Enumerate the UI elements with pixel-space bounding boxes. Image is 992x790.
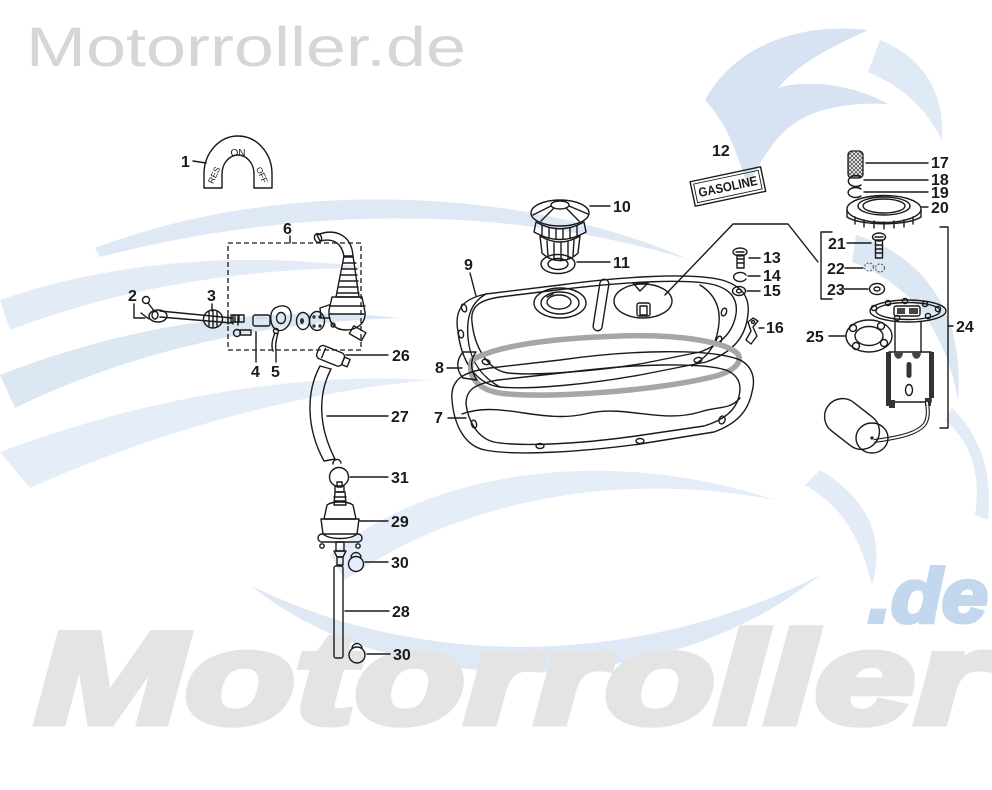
callout-28: 28 — [392, 604, 410, 621]
bottom-watermark: Motorroller .de — [32, 552, 992, 755]
part-17-filter-mesh — [847, 150, 864, 179]
part-30-clamp-top — [347, 551, 365, 573]
callout-31: 31 — [391, 470, 409, 487]
callout-7: 7 — [434, 410, 443, 427]
part-2-lever — [133, 295, 168, 323]
part-23-washer — [868, 282, 886, 296]
callout-5: 5 — [271, 364, 280, 381]
valve-on-label: ON — [231, 148, 246, 159]
part-6-petcock-assembly — [227, 231, 367, 352]
part-26-connector — [315, 344, 351, 368]
part-13-screw — [732, 247, 748, 269]
part-9-tank-upper — [456, 275, 749, 389]
callout-9: 9 — [464, 257, 473, 274]
callout-1: 1 — [181, 154, 190, 171]
part-31-clamp — [328, 466, 350, 488]
callout-17: 17 — [931, 155, 949, 172]
callout-12: 12 — [712, 143, 730, 160]
callout-13: 13 — [763, 250, 781, 267]
leader-lines — [255, 162, 954, 655]
callout-3: 3 — [207, 288, 216, 305]
callout-30-bottom: 30 — [393, 647, 411, 664]
part-28-tube — [333, 565, 344, 659]
part-27-fuel-hose — [309, 365, 342, 465]
part-24-fuel-sender — [823, 297, 947, 454]
part-14-lock-washer — [733, 271, 747, 283]
part-29-fuel-filter — [317, 481, 363, 566]
part-11-cap-seal — [540, 253, 576, 275]
part-12-gasoline-sticker: GASOLINE — [689, 166, 767, 207]
callout-10: 10 — [613, 199, 631, 216]
callout-30-top: 30 — [391, 555, 409, 572]
callout-18: 18 — [931, 172, 949, 189]
part-19-clip-washer — [847, 186, 862, 199]
callout-19: 19 — [931, 185, 949, 202]
callout-8: 8 — [435, 360, 444, 377]
callout-21: 21 — [828, 236, 846, 253]
callout-29: 29 — [391, 514, 409, 531]
part-1-valve-plate: ON RES OFF — [192, 135, 273, 189]
callout-26: 26 — [392, 348, 410, 365]
valve-off-label: OFF — [254, 165, 270, 185]
part-10-fuel-cap — [530, 199, 590, 262]
part-20-cap-ring — [846, 194, 922, 230]
callout-14: 14 — [763, 268, 781, 285]
part-3-rod-nut — [159, 303, 239, 329]
callout-4: 4 — [251, 364, 260, 381]
part-21-screw — [871, 232, 887, 259]
top-logo: Motorroller.de — [26, 15, 466, 78]
callout-15: 15 — [763, 283, 781, 300]
part-25-gasket — [845, 319, 893, 353]
watermark-de: .de — [868, 554, 988, 639]
valve-res-label: RES — [206, 165, 223, 185]
callout-24: 24 — [956, 319, 974, 336]
callout-20: 20 — [931, 200, 949, 217]
callouts: 1 2 3 4 5 6 7 8 9 10 11 12 13 14 15 16 1… — [128, 143, 974, 664]
callout-22: 22 — [827, 261, 845, 278]
callout-6: 6 — [283, 221, 292, 238]
part-7-tank-lower — [451, 351, 755, 454]
part-30-clamp-bottom — [348, 642, 366, 664]
part-15-washer — [731, 285, 747, 297]
part-22-spacers — [863, 262, 886, 273]
callout-2: 2 — [128, 288, 137, 305]
callout-16: 16 — [766, 320, 784, 337]
watermark-motorroller: Motorroller — [35, 605, 992, 751]
callout-27: 27 — [391, 409, 409, 426]
part-8-tank-seal — [457, 332, 742, 398]
part-16-clip — [745, 317, 759, 345]
callout-25: 25 — [806, 329, 824, 346]
part-18-clip-washer — [847, 174, 862, 188]
callout-23: 23 — [827, 282, 845, 299]
callout-11: 11 — [613, 255, 630, 272]
